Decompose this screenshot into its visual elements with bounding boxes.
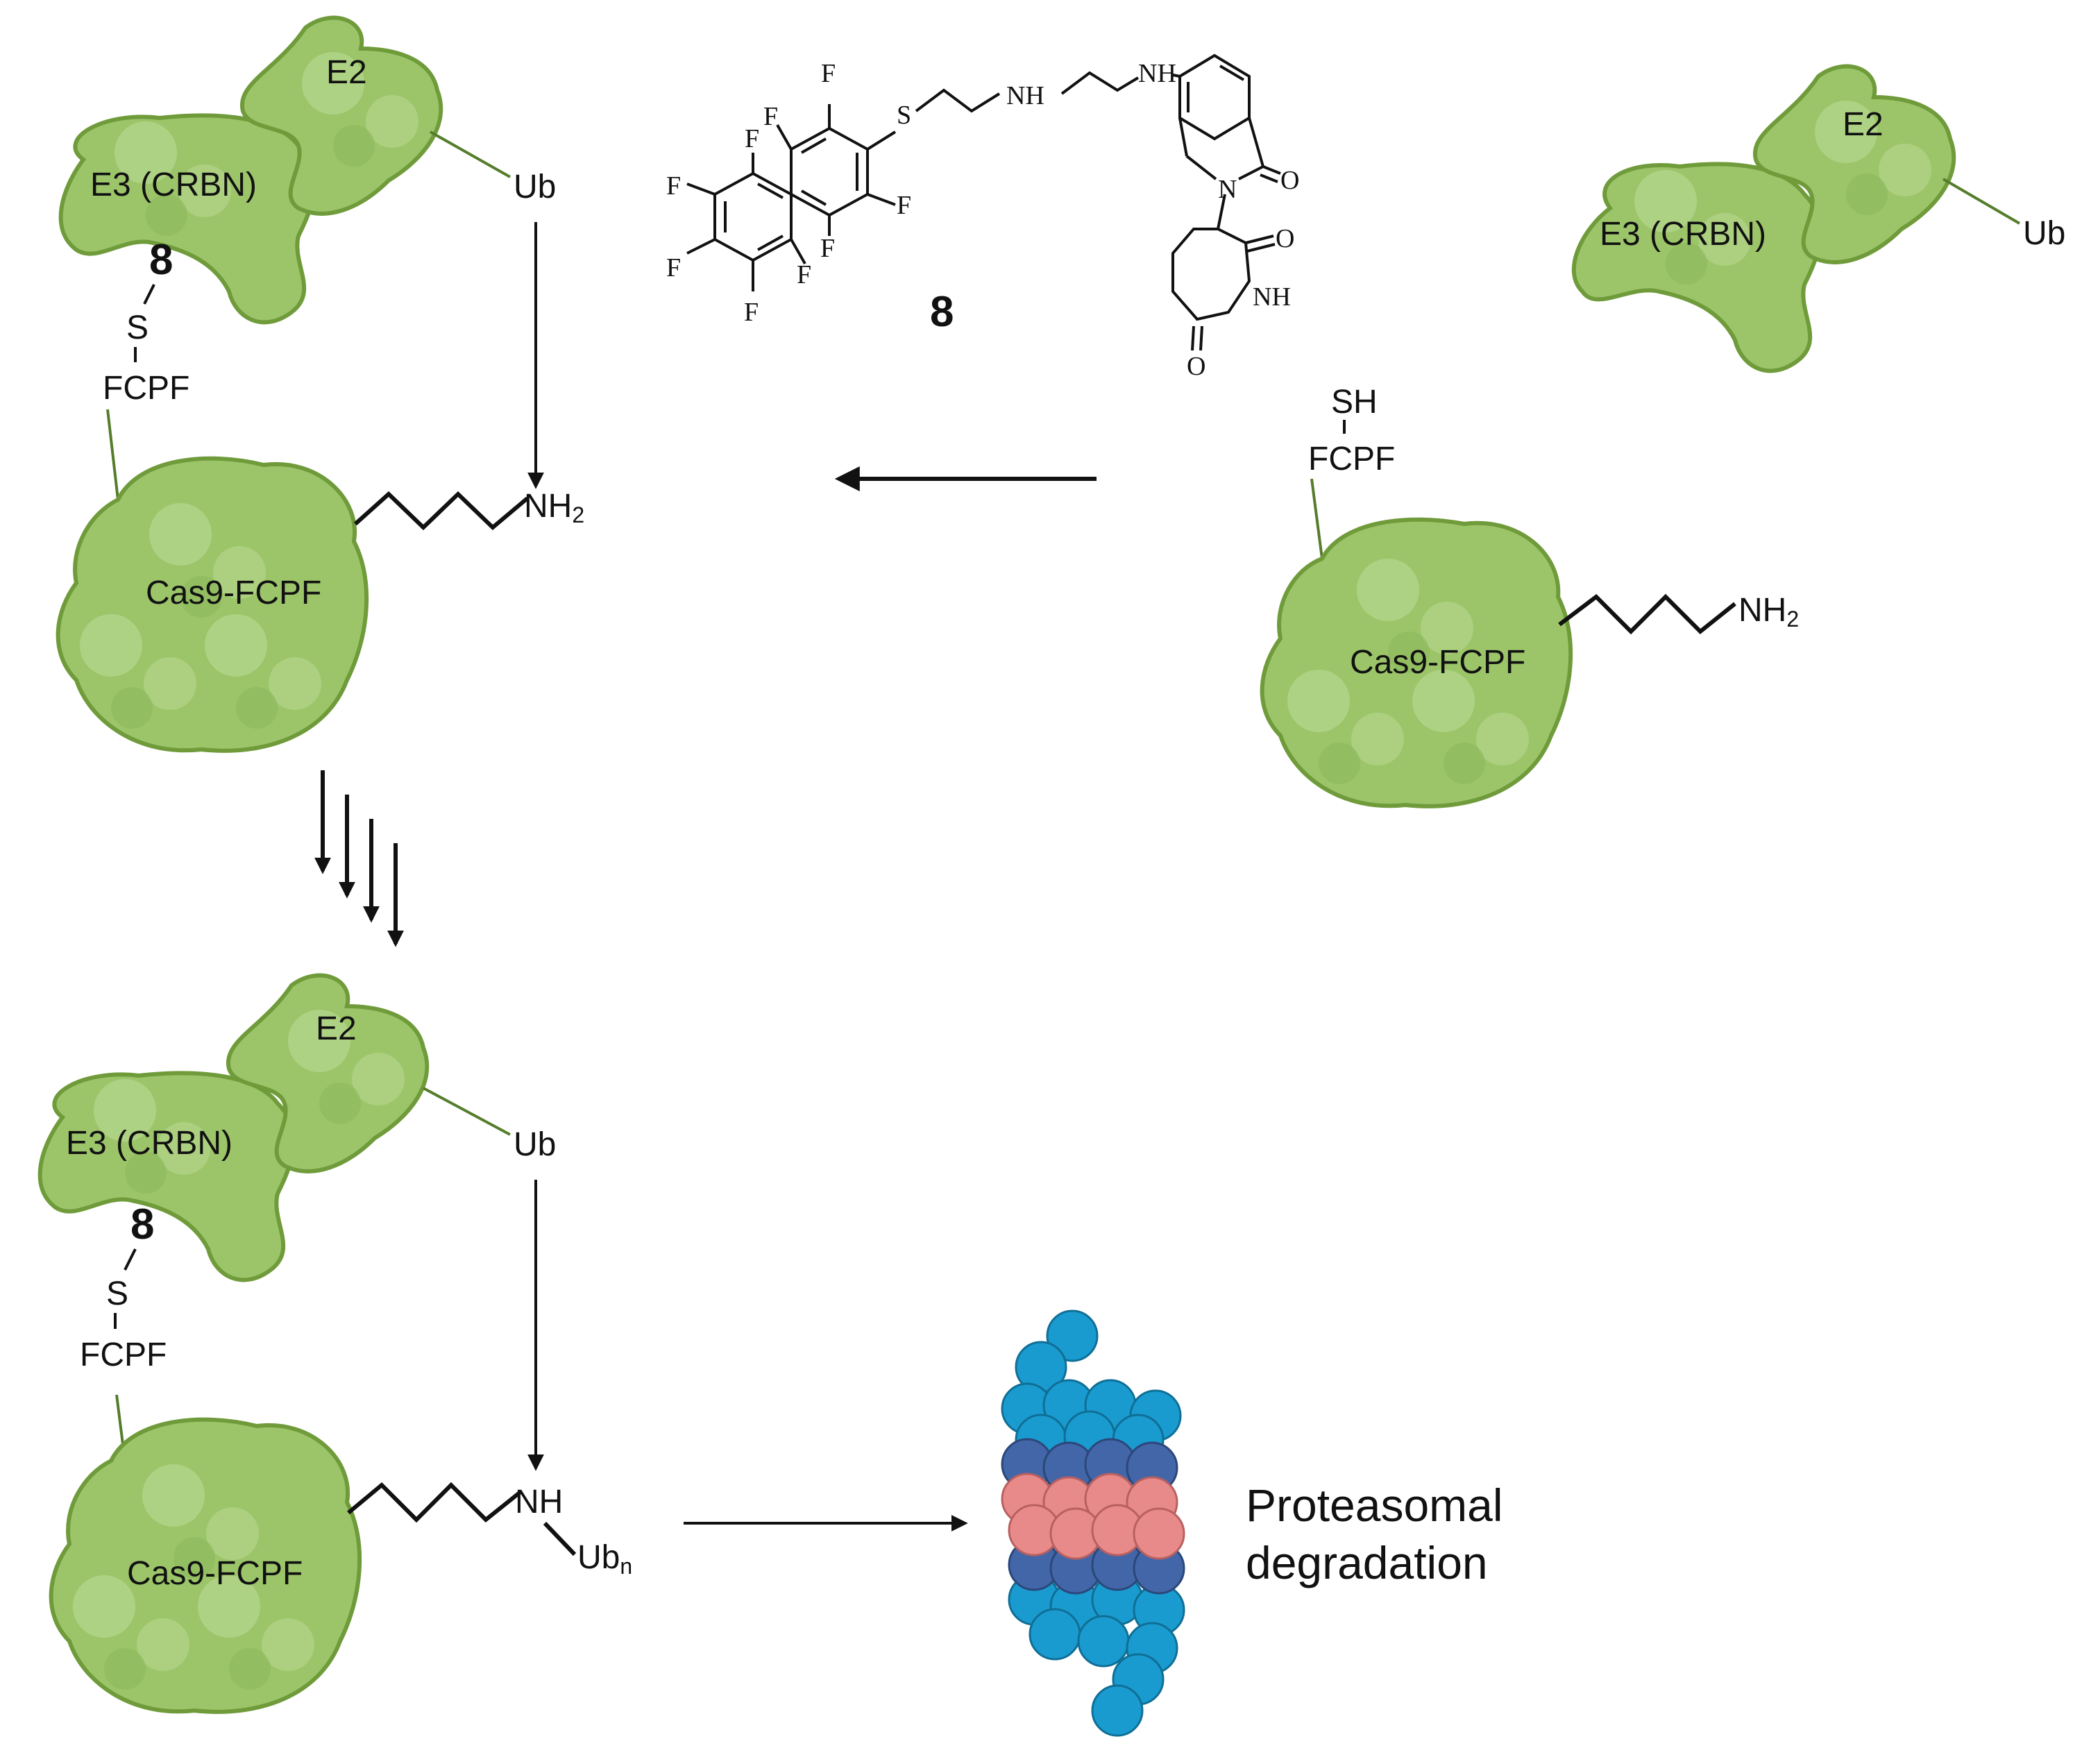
e2-shape-right xyxy=(1752,64,1956,264)
svg-text:F: F xyxy=(797,260,811,289)
svg-text:F: F xyxy=(666,171,681,201)
ubn-label: Ubn xyxy=(577,1539,632,1579)
e3-crbn-shape-bottom xyxy=(37,1071,296,1282)
e3-e2-complex-top-left: E2 E3 (CRBN) Ub xyxy=(58,15,556,325)
e2-label-bottom: E2 xyxy=(316,1010,357,1047)
cas9-label-right: Cas9-FCPF xyxy=(1350,644,1525,681)
svg-text:S: S xyxy=(897,101,911,130)
compound-8-atoms: F F F F F F F F F S NH NH N O O NH O 8 xyxy=(666,59,1299,381)
e3-crbn-shape xyxy=(58,113,316,325)
svg-text:NH: NH xyxy=(1006,81,1044,110)
multi-step-arrows xyxy=(314,770,404,947)
svg-text:F: F xyxy=(666,253,681,282)
svg-text:F: F xyxy=(820,234,835,263)
e3-label-bottom: E3 (CRBN) xyxy=(66,1125,232,1162)
nh2-label-right: NH2 xyxy=(1738,592,1799,631)
svg-text:S: S xyxy=(106,1275,128,1312)
sulfur-label: S xyxy=(126,309,149,346)
cas9-top-left: Cas9-FCPF NH2 xyxy=(56,456,584,753)
e2-shape-bottom xyxy=(226,973,430,1173)
nh-label: NH xyxy=(515,1484,563,1520)
svg-text:O: O xyxy=(1187,352,1205,381)
svg-text:F: F xyxy=(821,59,836,88)
svg-text:8: 8 xyxy=(130,1201,154,1248)
ub-label-bottom: Ub xyxy=(514,1126,556,1163)
ub-linker xyxy=(430,130,511,178)
lysine-chain xyxy=(353,491,529,531)
proteasome xyxy=(1001,1309,1185,1737)
e2-label: E2 xyxy=(326,54,367,91)
cas9-label: Cas9-FCPF xyxy=(146,575,321,611)
svg-text:FCPF: FCPF xyxy=(80,1337,167,1373)
compound-8-caption: 8 xyxy=(930,288,954,336)
isoindolinone-benzene xyxy=(1178,53,1251,141)
cas9-bottom: Cas9-FCPF NH Ubn xyxy=(49,1417,632,1714)
nh2-label: NH2 xyxy=(524,488,584,527)
glutarimide-ring xyxy=(1171,228,1251,321)
tether-top-left: 8 S FCPF xyxy=(103,236,189,500)
svg-text:O: O xyxy=(1280,166,1299,195)
proteasome-label-line2: degradation xyxy=(1246,1537,1488,1588)
e3-label: E3 (CRBN) xyxy=(90,167,257,203)
svg-text:F: F xyxy=(745,124,759,153)
ub-label: Ub xyxy=(514,169,556,205)
e2-label-right: E2 xyxy=(1843,106,1884,143)
fcpf-label-right: FCPF xyxy=(1308,441,1395,477)
compound-8-structure xyxy=(686,53,1281,351)
svg-text:NH: NH xyxy=(1253,282,1291,312)
svg-text:F: F xyxy=(744,298,759,327)
svg-text:F: F xyxy=(897,191,911,220)
svg-text:N: N xyxy=(1218,175,1237,204)
svg-text:NH: NH xyxy=(1138,59,1176,88)
ub-label-right: Ub xyxy=(2023,215,2065,252)
e3-e2-complex-bottom: E2 E3 (CRBN) Ub xyxy=(37,973,556,1282)
svg-text:F: F xyxy=(763,102,778,131)
sh-label: SH xyxy=(1331,384,1378,421)
proteasome-label-line1: Proteasomal xyxy=(1246,1479,1503,1531)
compound-8-label: 8 xyxy=(149,236,173,284)
cas9-label-bottom: Cas9-FCPF xyxy=(127,1555,303,1592)
cas9-top-right: SH FCPF Cas9-FCPF NH2 xyxy=(1260,384,1799,808)
tether-bottom: 8 S FCPF xyxy=(80,1201,167,1461)
svg-text:O: O xyxy=(1276,224,1294,253)
e3-label-right: E3 (CRBN) xyxy=(1600,216,1766,253)
fcpf-label: FCPF xyxy=(103,370,189,407)
e2-shape xyxy=(239,15,443,216)
e3-e2-complex-top-right: E2 E3 (CRBN) Ub xyxy=(1571,64,2065,373)
